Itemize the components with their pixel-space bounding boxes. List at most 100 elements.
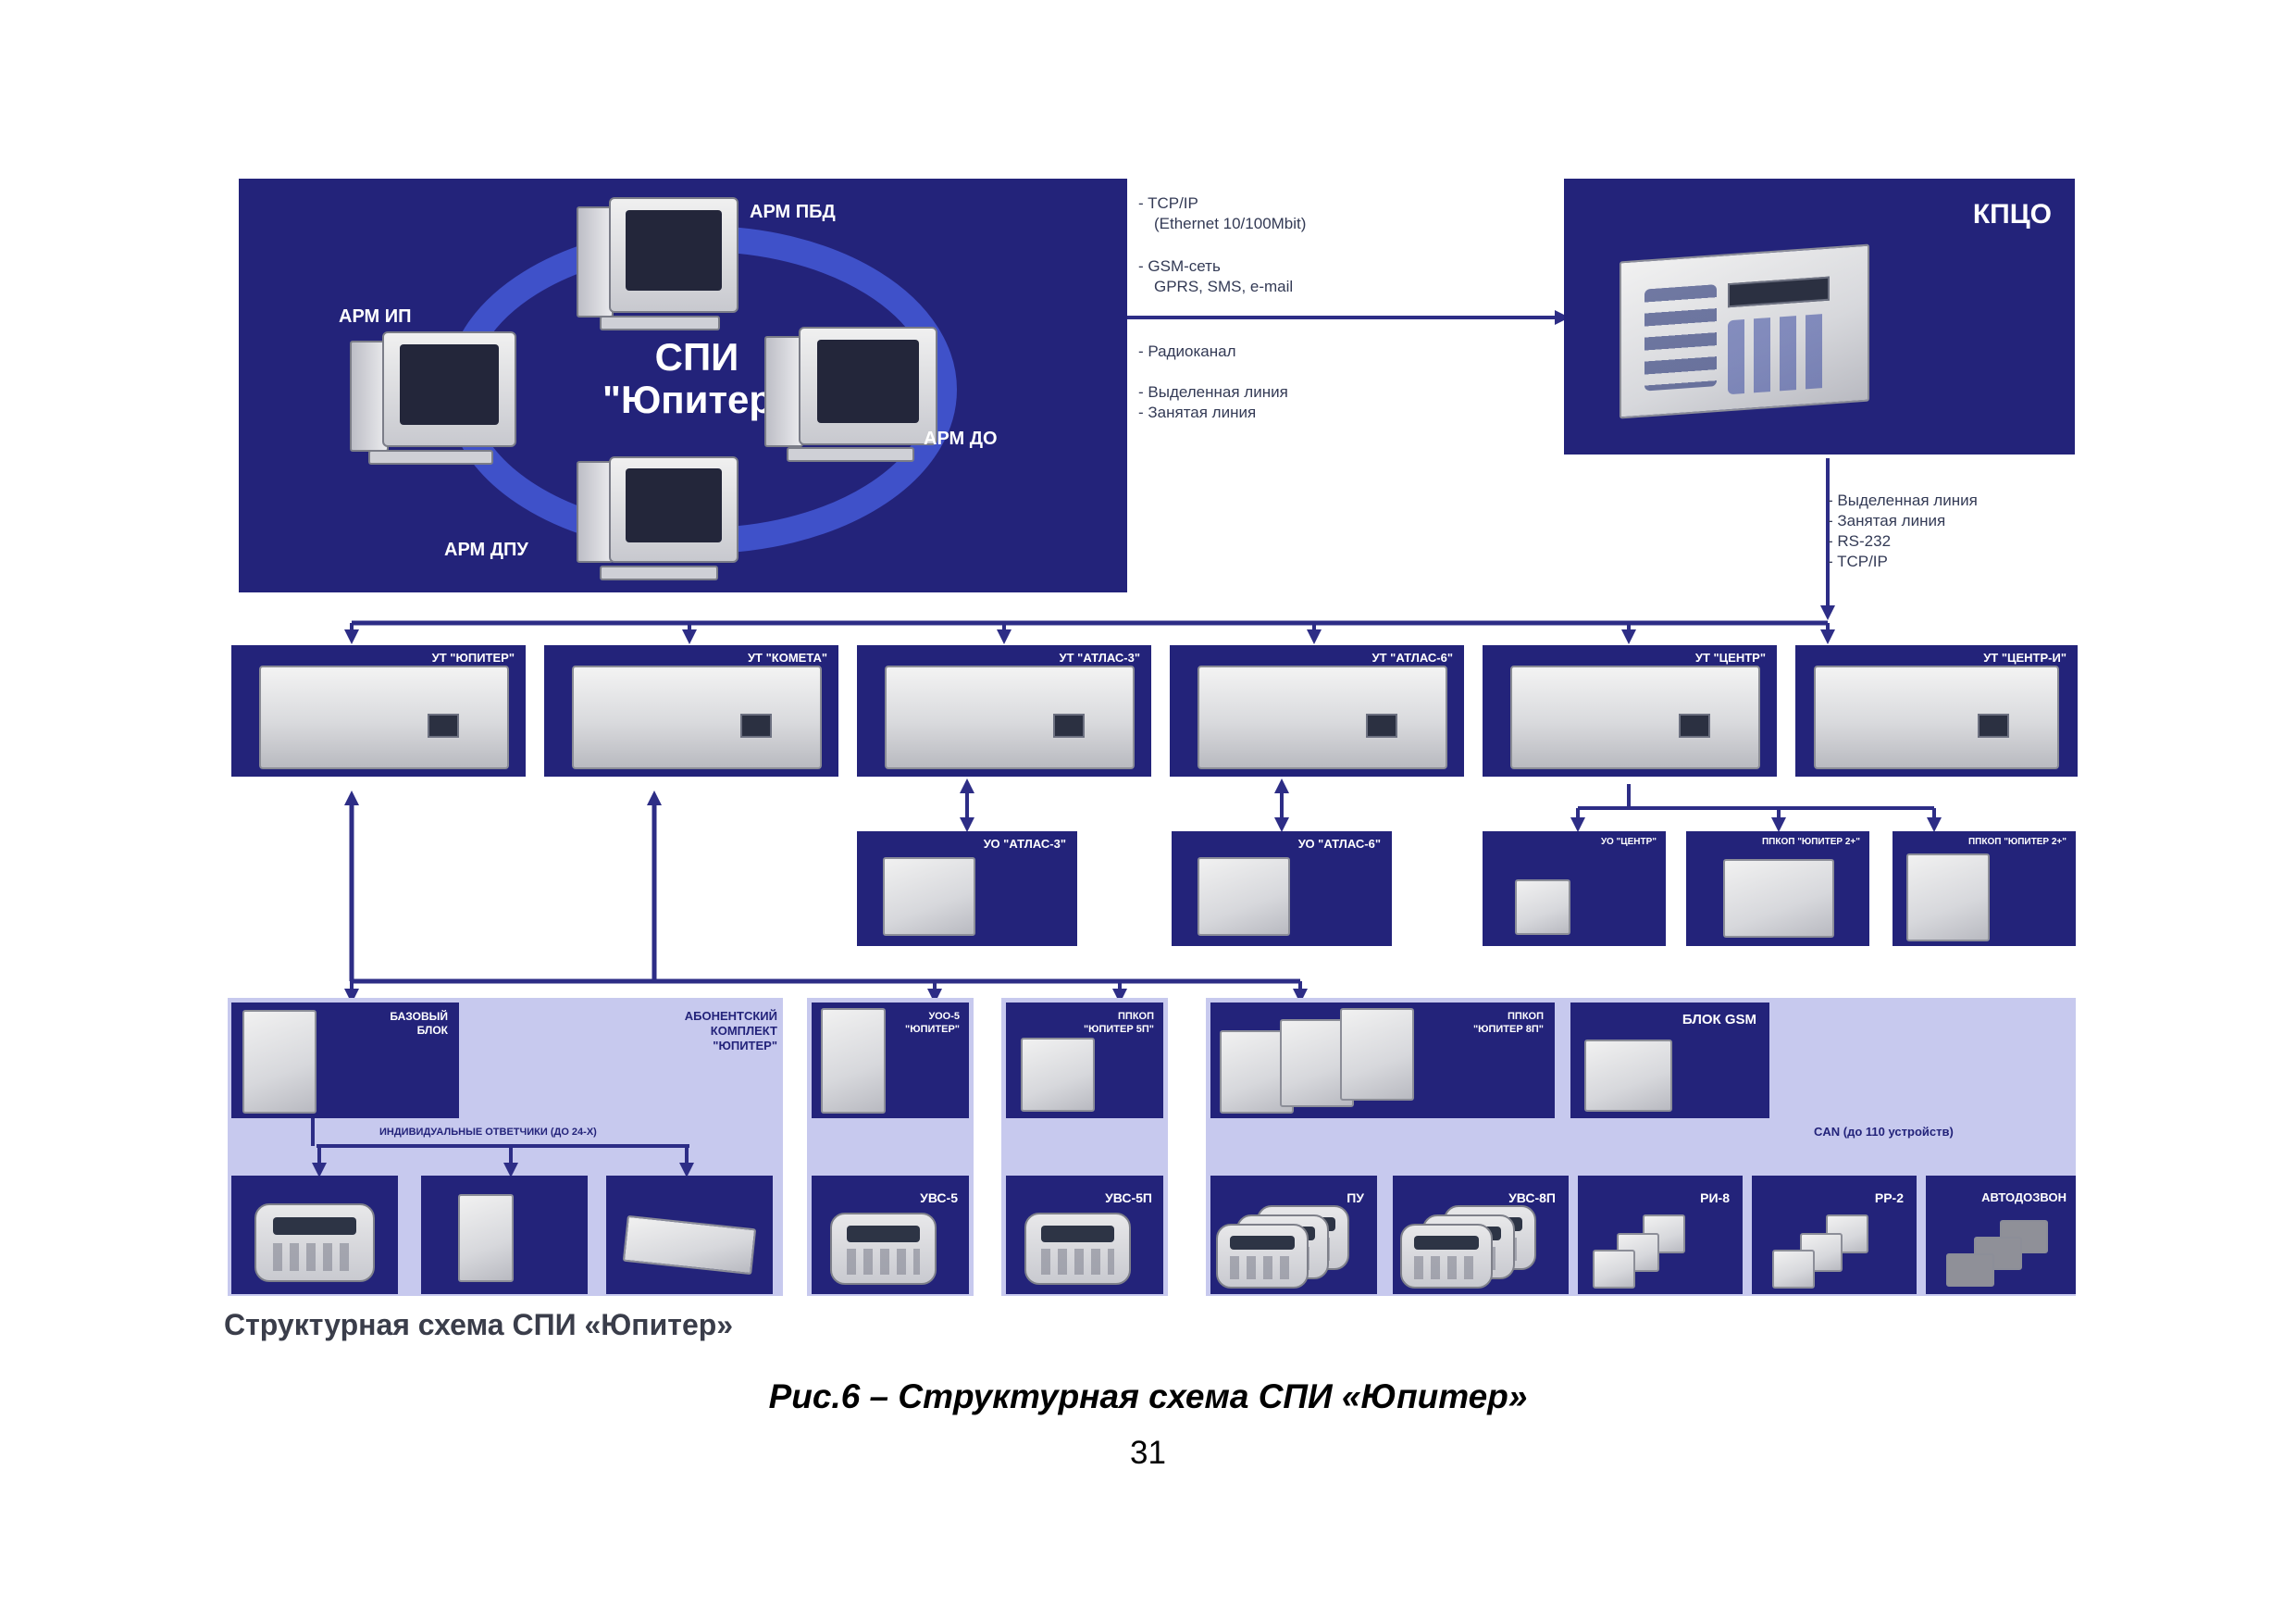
- uvs8p-panel: УВС-8П: [1393, 1176, 1569, 1294]
- uo-label: УО "АТЛАС-6": [1297, 837, 1381, 851]
- channel-label: - TCP/IP: [1138, 194, 1198, 212]
- ut-atlas3-panel: УТ "АТЛАС-3": [857, 645, 1151, 777]
- ut-device: [572, 666, 822, 769]
- ut-device: [259, 666, 509, 769]
- uoo5-label: УОО-5 "ЮПИТЕР": [905, 1011, 960, 1035]
- subscriber-kit-label: АБОНЕНТСКИЙ КОМПЛЕКТ "ЮПИТЕР": [684, 1009, 777, 1052]
- pc-tower: [764, 336, 803, 447]
- base-block-panel: БАЗОВЫЙ БЛОК: [231, 1003, 459, 1118]
- gsm-block-panel: БЛОК GSM: [1570, 1003, 1769, 1118]
- pc-monitor: [799, 327, 937, 445]
- label-arm-do: АРМ ДО: [924, 429, 998, 449]
- channel-label: - Занятая линия: [1138, 404, 1257, 421]
- ppkop-jupiter2-panel-1: ППКОП "ЮПИТЕР 2+": [1686, 831, 1869, 946]
- bottom-unit-label: УВС-8П: [1508, 1190, 1556, 1205]
- channel-label: - Занятая линия: [1828, 512, 1946, 529]
- pc-keyboard: [600, 316, 720, 330]
- keypad-device: [254, 1203, 375, 1282]
- uo-label: УО "АТЛАС-3": [983, 837, 1066, 851]
- bottom-unit-label: РИ-8: [1700, 1190, 1730, 1205]
- ri8-panel: РИ-8: [1578, 1176, 1743, 1294]
- responder-panel-1: [231, 1176, 398, 1294]
- ut-label: УТ "ЦЕНТР": [1694, 651, 1766, 665]
- ut-centr-panel: УТ "ЦЕНТР": [1483, 645, 1777, 777]
- uo-device: [1906, 853, 1990, 941]
- uvs5p-label: УВС-5П: [1105, 1190, 1152, 1205]
- keypad-device: [830, 1213, 937, 1285]
- channel-label: - Радиоканал: [1138, 342, 1236, 360]
- ut-device: [1198, 666, 1447, 769]
- spi-panel: СПИ "Юпитер" АРМ ПБД АРМ ИП АРМ ДО: [239, 179, 1127, 592]
- relay-device: [1772, 1250, 1815, 1289]
- ppkop8p-device: [1340, 1008, 1414, 1101]
- uvs5p-panel: УВС-5П: [1006, 1176, 1163, 1294]
- uo-device: [883, 857, 975, 936]
- uo-label: УО "ЦЕНТР": [1601, 837, 1657, 847]
- ppkop5p-device: [1021, 1038, 1095, 1112]
- ut-jupiter-panel: УТ "ЮПИТЕР": [231, 645, 526, 777]
- channel-label: - RS-232: [1828, 532, 1892, 550]
- spi-title: СПИ "Юпитер": [602, 335, 791, 421]
- channel-label: - TCP/IP: [1828, 553, 1888, 570]
- uo-device: [1515, 879, 1570, 935]
- pc-monitor: [609, 456, 738, 563]
- ut-label: УТ "ЦЕНТР-И": [1983, 651, 2066, 665]
- dialer-device: [1946, 1253, 1994, 1287]
- channel-label: - GSM-сеть: [1138, 257, 1221, 275]
- ut-atlas6-panel: УТ "АТЛАС-6": [1170, 645, 1464, 777]
- page-number: 31: [1130, 1435, 1166, 1471]
- label-arm-ip: АРМ ИП: [339, 306, 412, 327]
- responder-panel-2: [421, 1176, 588, 1294]
- pc-keyboard: [600, 566, 718, 580]
- ut-device: [1510, 666, 1760, 769]
- ppkop-jupiter2-panel-2: ППКОП "ЮПИТЕР 2+": [1893, 831, 2076, 946]
- base-block-device: [242, 1010, 316, 1114]
- keypad-device: [458, 1194, 514, 1282]
- ut-kometa-panel: УТ "КОМЕТА": [544, 645, 838, 777]
- rr2-panel: РР-2: [1752, 1176, 1917, 1294]
- uoo5-panel: УОО-5 "ЮПИТЕР": [812, 1003, 969, 1118]
- base-block-label: БАЗОВЫЙ БЛОК: [390, 1010, 448, 1037]
- gsm-block-label: БЛОК GSM: [1682, 1012, 1756, 1027]
- ppkop5p-panel: ППКОП "ЮПИТЕР 5П": [1006, 1003, 1163, 1118]
- ut-label: УТ "АТЛАС-3": [1059, 651, 1140, 665]
- reader-device: [622, 1214, 757, 1276]
- ut-label: УТ "ЮПИТЕР": [431, 651, 515, 665]
- uo-atlas3-panel: УО "АТЛАС-3": [857, 831, 1077, 946]
- ut-device: [1814, 666, 2059, 769]
- ppkop8p-label: ППКОП "ЮПИТЕР 8П": [1472, 1011, 1544, 1035]
- channel-label: GPRS, SMS, e-mail: [1154, 278, 1294, 295]
- gsm-device: [1584, 1040, 1672, 1112]
- inner-caption: Структурная схема СПИ «Юпитер»: [224, 1308, 734, 1341]
- bottom-unit-label: АВТОДОЗВОН: [1981, 1190, 2066, 1204]
- ut-centr-i-panel: УТ "ЦЕНТР-И": [1795, 645, 2078, 777]
- bottom-unit-label: РР-2: [1874, 1190, 1904, 1205]
- keypad-device: [1024, 1213, 1131, 1285]
- label-arm-dpu: АРМ ДПУ: [444, 540, 528, 560]
- responder-panel-3: [606, 1176, 773, 1294]
- ut-label: УТ "АТЛАС-6": [1371, 651, 1453, 665]
- uo-label: ППКОП "ЮПИТЕР 2+": [1761, 837, 1860, 847]
- ppkop8p-panel: ППКОП "ЮПИТЕР 8П": [1210, 1003, 1555, 1118]
- figure-caption: Рис.6 – Структурная схема СПИ «Юпитер»: [768, 1377, 1528, 1415]
- autodial-panel: АВТОДОЗВОН: [1926, 1176, 2076, 1294]
- bottom-unit-label: ПУ: [1347, 1190, 1364, 1205]
- responders-label: ИНДИВИДУАЛЬНЫЕ ОТВЕТЧИКИ (ДО 24-Х): [379, 1127, 597, 1138]
- can-bus-label: CAN (до 110 устройств): [1814, 1125, 1954, 1139]
- keypad-device: [1216, 1224, 1309, 1289]
- pc-keyboard: [368, 450, 493, 465]
- channel-label: (Ethernet 10/100Mbit): [1154, 215, 1307, 232]
- relay-device: [1593, 1250, 1635, 1289]
- ut-device: [885, 666, 1135, 769]
- pc-monitor: [609, 197, 738, 313]
- uoo5-device: [821, 1008, 886, 1114]
- kpco-title: КПЦО: [1972, 199, 2052, 230]
- uo-atlas6-panel: УО "АТЛАС-6": [1172, 831, 1392, 946]
- channel-label: - Выделенная линия: [1828, 492, 1978, 509]
- uvs5-panel: УВС-5: [812, 1176, 969, 1294]
- uo-device: [1723, 859, 1834, 938]
- pc-keyboard: [787, 447, 914, 462]
- pu-panel: ПУ: [1210, 1176, 1377, 1294]
- uo-centr-panel: УО "ЦЕНТР": [1483, 831, 1666, 946]
